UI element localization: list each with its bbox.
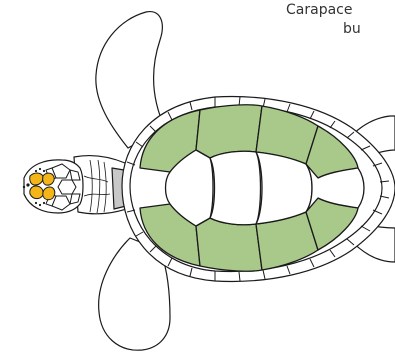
costal-scute-lower-2 bbox=[196, 218, 262, 271]
vertebral-scute-2 bbox=[210, 151, 261, 225]
costal-scute-upper-2 bbox=[196, 105, 262, 158]
vertebral-scute-3 bbox=[256, 152, 312, 224]
caption-line-1: Carapace bbox=[286, 2, 352, 18]
caption-line-2: bu bbox=[343, 21, 361, 37]
